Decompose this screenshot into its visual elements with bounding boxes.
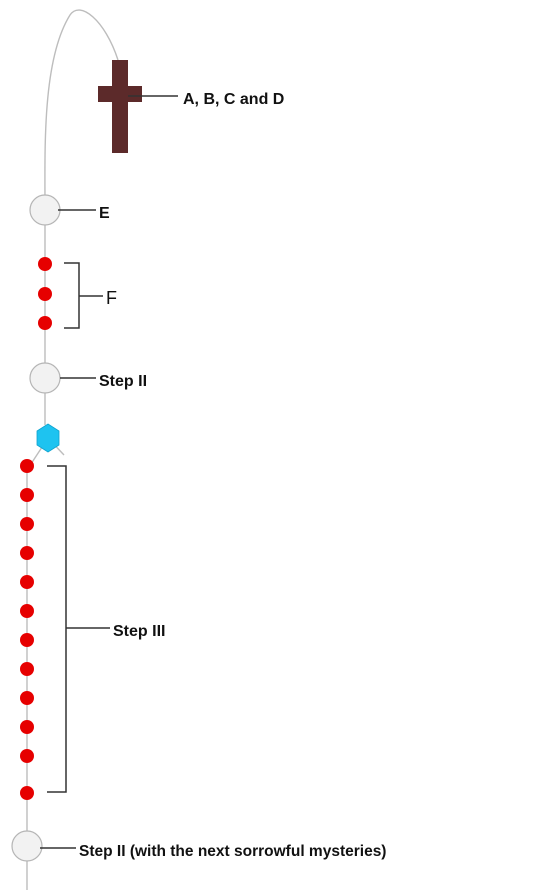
- red-bead: [38, 316, 52, 330]
- f-bracket: [64, 262, 80, 329]
- label-f: F: [106, 288, 117, 308]
- label-step2-next: Step II (with the next sorrowful mysteri…: [79, 843, 386, 860]
- red-bead: [20, 546, 34, 560]
- step3-beads: [20, 459, 34, 800]
- f-beads: [38, 257, 52, 330]
- red-bead: [20, 633, 34, 647]
- red-bead: [20, 662, 34, 676]
- red-bead: [38, 257, 52, 271]
- red-bead: [38, 287, 52, 301]
- red-bead: [20, 720, 34, 734]
- centerpiece-medal-icon: [36, 423, 60, 453]
- red-bead: [20, 459, 34, 473]
- crucifix-icon: [98, 60, 142, 153]
- label-cross: A, B, C and D: [183, 91, 284, 108]
- label-step3: Step III: [113, 623, 165, 640]
- red-bead: [20, 575, 34, 589]
- red-bead: [20, 786, 34, 800]
- label-step2: Step II: [99, 373, 147, 390]
- large-bead-step2: [29, 362, 61, 394]
- large-bead-e: [29, 194, 61, 226]
- label-e: E: [99, 205, 110, 222]
- red-bead: [20, 691, 34, 705]
- rosary-cord-top: [44, 9, 119, 211]
- red-bead: [20, 517, 34, 531]
- red-bead: [20, 749, 34, 763]
- step3-bracket: [47, 465, 67, 793]
- red-bead: [20, 604, 34, 618]
- large-bead-step2-next: [11, 830, 43, 862]
- red-bead: [20, 488, 34, 502]
